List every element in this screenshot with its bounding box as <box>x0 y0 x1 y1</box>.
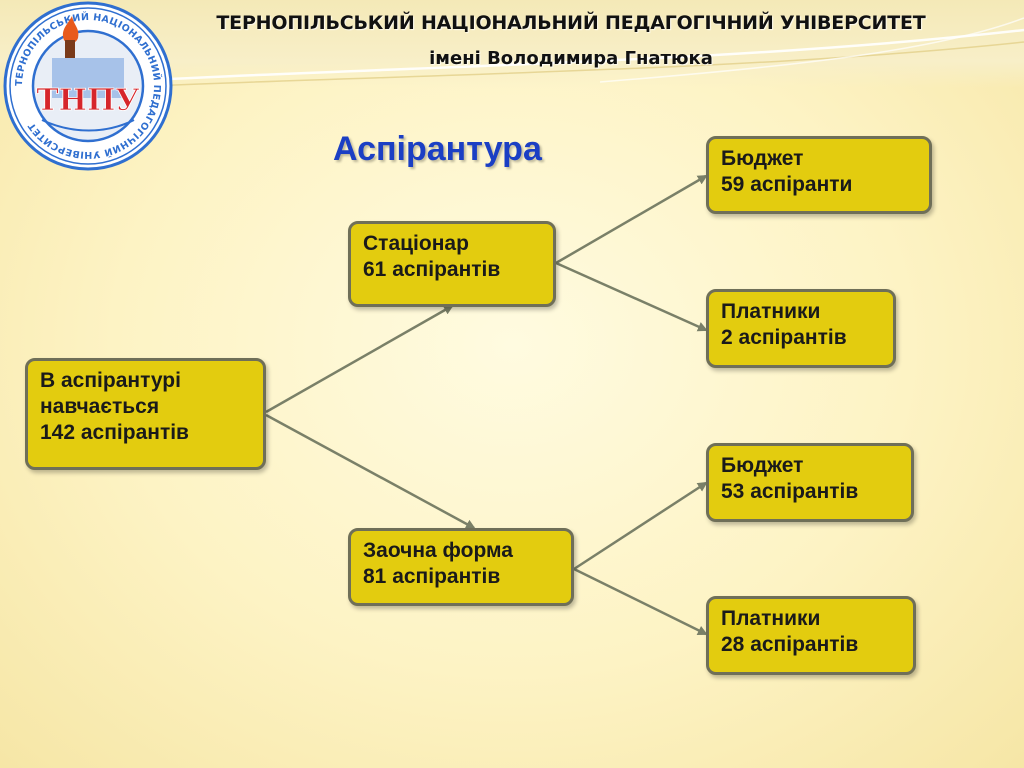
flame-icon <box>62 16 79 44</box>
node-fulltime-budget-line2: 59 аспіранти <box>721 173 853 196</box>
node-fulltime-paid: Платники 2 аспірантів <box>706 289 896 368</box>
slide-title: Аспірантура <box>333 130 542 168</box>
node-parttime-paid-line2: 28 аспірантів <box>721 633 859 656</box>
node-root-line1: В аспірантурі <box>40 369 181 392</box>
node-fulltime-budget: Бюджет 59 аспіранти <box>706 136 932 214</box>
node-fulltime: Стаціонар 61 аспірантів <box>348 221 556 307</box>
node-parttime-paid-line1: Платники <box>721 607 821 630</box>
arrow-parttime-to-budget <box>573 481 708 571</box>
node-parttime-budget: Бюджет 53 аспірантів <box>706 443 914 522</box>
node-fulltime-paid-line1: Платники <box>721 300 821 323</box>
header-swoosh <box>149 17 1024 87</box>
university-subtitle: імені Володимира Гнатюка <box>429 48 713 69</box>
university-name: ТЕРНОПІЛЬСЬКИЙ НАЦІОНАЛЬНИЙ ПЕДАГОГІЧНИЙ… <box>216 12 926 34</box>
arrow-fulltime-to-paid <box>555 261 708 332</box>
node-parttime-budget-line1: Бюджет <box>721 454 804 477</box>
node-parttime-line2: 81 аспірантів <box>363 565 501 588</box>
node-parttime-paid: Платники 28 аспірантів <box>706 596 916 675</box>
node-fulltime-line1: Стаціонар <box>363 232 469 255</box>
university-logo: ТЕРНОПІЛЬСЬКИЙ НАЦІОНАЛЬНИЙ ПЕДАГОГІЧНИЙ… <box>3 1 173 171</box>
arrow-fulltime-to-budget <box>555 174 708 265</box>
node-fulltime-line2: 61 аспірантів <box>363 258 501 281</box>
node-root-total: В аспірантурі навчається 142 аспірантів <box>25 358 266 470</box>
node-root-line2: навчається <box>40 395 160 418</box>
node-fulltime-budget-line1: Бюджет <box>721 147 804 170</box>
node-parttime-budget-line2: 53 аспірантів <box>721 480 859 503</box>
arrow-root-to-parttime <box>265 413 476 530</box>
node-parttime: Заочна форма 81 аспірантів <box>348 528 574 606</box>
node-parttime-line1: Заочна форма <box>363 539 513 562</box>
node-fulltime-paid-line2: 2 аспірантів <box>721 326 847 349</box>
node-root-line3: 142 аспірантів <box>40 421 189 444</box>
arrow-root-to-fulltime <box>265 304 454 414</box>
logo-abbreviation: ТНПУ <box>36 83 140 118</box>
arrow-parttime-to-paid <box>573 567 708 636</box>
